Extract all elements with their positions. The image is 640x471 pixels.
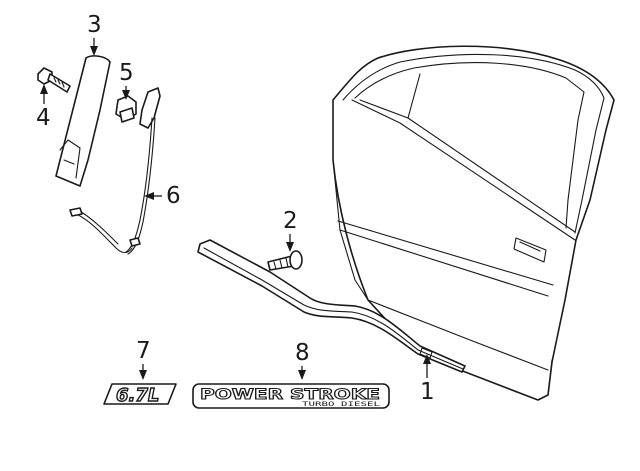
nameplate-main-text: POWER STROKE bbox=[200, 387, 380, 403]
callout-number: 3 bbox=[87, 12, 102, 38]
callout-1: 1 bbox=[420, 354, 435, 405]
callout-3: 3 bbox=[87, 12, 102, 56]
callout-7: 7 bbox=[136, 338, 151, 380]
bolt bbox=[37, 67, 71, 93]
callout-number: 4 bbox=[36, 105, 51, 131]
pillar-applique bbox=[55, 55, 111, 187]
callout-2: 2 bbox=[283, 208, 298, 252]
displacement-badge-text: 6.7L bbox=[116, 385, 159, 406]
nameplate-sub-text: TURBO DIESEL bbox=[302, 401, 381, 408]
callout-number: 6 bbox=[166, 183, 181, 209]
callout-number: 1 bbox=[420, 379, 435, 405]
callout-number: 8 bbox=[295, 340, 310, 366]
callout-4: 4 bbox=[36, 84, 51, 131]
bracket bbox=[115, 95, 137, 123]
callout-number: 5 bbox=[119, 60, 134, 86]
power-stroke-nameplate: POWER STROKE TURBO DIESEL bbox=[192, 383, 390, 409]
callout-number: 2 bbox=[283, 208, 298, 234]
callout-8: 8 bbox=[295, 340, 310, 380]
callout-6: 6 bbox=[144, 183, 181, 209]
callout-number: 7 bbox=[136, 338, 151, 364]
callout-5: 5 bbox=[119, 60, 134, 100]
rocker-moulding bbox=[197, 239, 466, 373]
wire-harness bbox=[69, 87, 161, 255]
moulding-clip bbox=[267, 250, 303, 271]
displacement-badge: 6.7L bbox=[103, 383, 177, 407]
front-door bbox=[332, 45, 615, 401]
